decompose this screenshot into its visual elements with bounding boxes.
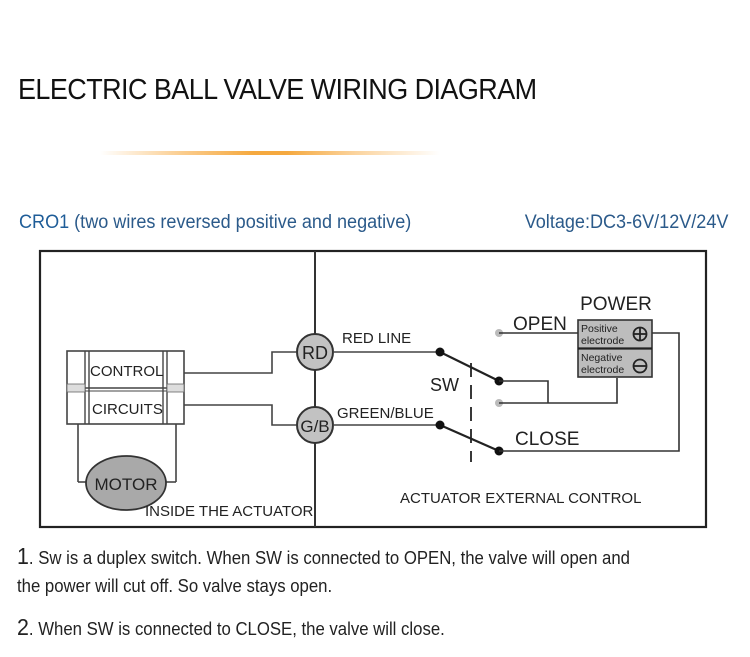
duplex-switch: SW bbox=[430, 329, 504, 462]
positive-terminal-icon bbox=[632, 326, 648, 342]
green-blue-label: GREEN/BLUE bbox=[337, 405, 434, 422]
wire-gb-internal bbox=[184, 404, 296, 426]
motor-label: MOTOR bbox=[95, 475, 158, 494]
positive-electrode-label-1: Positive bbox=[581, 323, 618, 335]
wiring-diagram: CONTROL CIRCUITS MOTOR RD G/B RED LINE G… bbox=[38, 249, 708, 529]
note-2-number: 2 bbox=[17, 614, 29, 640]
terminal-rd-label: RD bbox=[302, 343, 328, 363]
control-circuits-block: CONTROL CIRCUITS bbox=[66, 350, 185, 425]
wire-negative bbox=[499, 378, 618, 404]
positive-electrode-label-2: electrode bbox=[581, 335, 624, 347]
terminal-rd: RD bbox=[296, 333, 334, 371]
switch-label: SW bbox=[430, 375, 459, 395]
note-1-continuation: the power will cut off. So valve stays o… bbox=[17, 576, 333, 596]
page-title: ELECTRIC BALL VALVE WIRING DIAGRAM bbox=[18, 74, 537, 106]
power-label: POWER bbox=[580, 294, 652, 315]
model-description: (two wires reversed positive and negativ… bbox=[69, 212, 412, 233]
power-supply: POWER Positive electrode Negative electr… bbox=[577, 294, 653, 378]
external-control-label: ACTUATOR EXTERNAL CONTROL bbox=[400, 490, 641, 507]
note-2-text: . When SW is connected to CLOSE, the val… bbox=[28, 619, 445, 639]
diagram-frame bbox=[38, 249, 708, 529]
negative-terminal-icon bbox=[632, 358, 648, 374]
close-label: CLOSE bbox=[515, 429, 579, 450]
wire-red-internal bbox=[184, 351, 296, 374]
negative-electrode-label-1: Negative bbox=[581, 352, 623, 364]
note-2: 2. When SW is connected to CLOSE, the va… bbox=[17, 614, 445, 641]
note-1-number: 1 bbox=[17, 543, 29, 569]
note-1-text: . Sw is a duplex switch. When SW is conn… bbox=[28, 548, 630, 568]
wire-common-link bbox=[499, 380, 549, 403]
model-subtitle: CRO1 (two wires reversed positive and ne… bbox=[19, 212, 411, 234]
voltage-label: Voltage:DC3-6V/12V/24V bbox=[524, 212, 728, 233]
open-label: OPEN bbox=[513, 314, 567, 335]
note-1: 1. Sw is a duplex switch. When SW is con… bbox=[17, 543, 630, 570]
control-label: CONTROL bbox=[90, 363, 163, 380]
wire-close-positive bbox=[499, 332, 680, 452]
red-line-label: RED LINE bbox=[342, 330, 411, 347]
terminal-gb-label: G/B bbox=[300, 417, 329, 436]
motor: MOTOR bbox=[77, 424, 177, 511]
model-code: CRO1 bbox=[19, 212, 70, 233]
negative-electrode-label-2: electrode bbox=[581, 364, 624, 376]
circuits-label: CIRCUITS bbox=[92, 401, 163, 418]
terminal-gb: G/B bbox=[296, 406, 334, 444]
title-accent-divider bbox=[100, 151, 440, 155]
motor-ellipse bbox=[85, 455, 167, 511]
inside-actuator-label: INSIDE THE ACTUATOR bbox=[145, 503, 314, 520]
